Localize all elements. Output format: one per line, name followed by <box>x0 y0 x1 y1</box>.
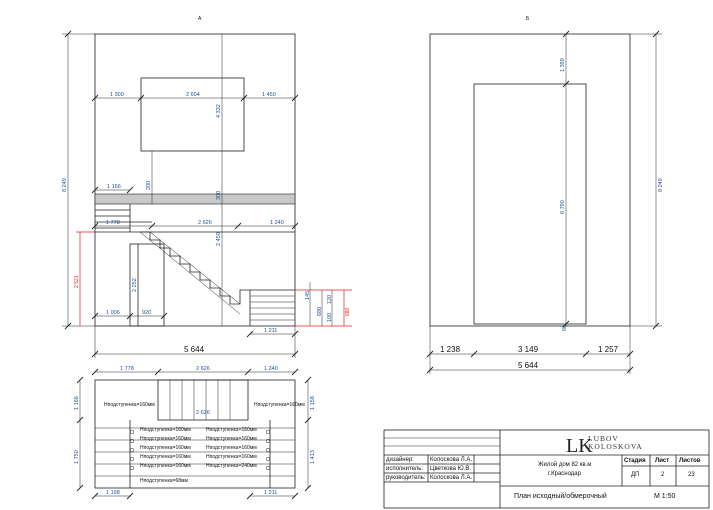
view-b-right: 1 257 <box>598 345 619 354</box>
dim-mid-left: 1 778 <box>106 220 120 226</box>
dim-mid-mid: 2 626 <box>198 220 212 226</box>
header-sheets: Листов <box>679 458 701 464</box>
view-b-outline <box>429 33 631 327</box>
brand-logo: LK LUBOV KOLOSKOVA <box>566 434 643 457</box>
dim-level-vert: 200 <box>146 181 152 190</box>
plan-outline <box>94 379 296 489</box>
dim-level-left: 1 166 <box>107 184 121 190</box>
value-sheets: 23 <box>688 472 695 478</box>
dim-right-1: 145 <box>305 291 311 300</box>
view-a-red-height: 2 521 <box>74 275 80 288</box>
plan-right-v1: 1 158 <box>310 396 316 410</box>
plan-top-left: 1 778 <box>120 366 134 372</box>
stamp-role-2: исполнитель: <box>386 466 424 472</box>
dim-right-4: 100 <box>327 313 333 322</box>
view-a-window <box>140 77 245 152</box>
view-b-left: 1 238 <box>440 345 461 354</box>
plan-stair <box>157 379 249 421</box>
dim-top-mid: 2 604 <box>186 92 200 98</box>
plan-stair-label: 2 626 <box>196 410 210 416</box>
plan-left-v2: 1 750 <box>74 450 80 464</box>
plan-risers-left: Hподступенка=160мм Hподступенка=160мм Hп… <box>140 427 191 484</box>
dim-right-2: 680 <box>317 307 323 316</box>
view-a-outline <box>94 33 296 327</box>
header-stage: Стадия <box>624 458 646 464</box>
riser-markers <box>129 429 271 471</box>
plan-h-right: Hподступенка=160мм <box>254 402 305 408</box>
dim-bottom-mid: 920 <box>142 310 151 316</box>
view-b-bottom-gap: 60 <box>562 325 568 331</box>
brand-line-2: KOLOSKOVA <box>588 442 643 451</box>
dim-top-right: 1 450 <box>262 92 276 98</box>
view-b-width: 5 644 <box>518 361 539 370</box>
plan-h-left: Hподступенка=160мм <box>104 402 155 408</box>
sheet-scale: М 1:50 <box>654 493 676 500</box>
dim-right-red: 680 <box>345 307 351 316</box>
riser-right-5: Hподступенка=240мм <box>206 463 257 469</box>
riser-right-1: Hподступенка=160мм <box>206 427 257 433</box>
plan-bottom-right: 1 211 <box>264 490 277 496</box>
dim-stair-vert: 2 450 <box>216 232 222 246</box>
stamp-role-3: руководитель: <box>386 475 426 481</box>
dim-door-vert: 2 252 <box>132 278 138 292</box>
stamp-role-1: дизайнер: <box>386 457 414 463</box>
view-a-height: 8 249 <box>62 178 68 192</box>
brand-line-1: LUBOV <box>588 434 619 443</box>
stamp-name-1: Колоскова Л.А. <box>430 457 473 463</box>
value-stage: ДП <box>631 472 640 478</box>
logo-letters: LK <box>566 435 593 457</box>
plan-bottom-left: 1 198 <box>106 490 120 496</box>
riser-right-2: Hподступенка=160мм <box>206 436 257 442</box>
view-a-width: 5 644 <box>184 345 205 354</box>
sheet-title: План исходный/обмерочный <box>514 493 607 500</box>
title-block <box>383 429 710 509</box>
riser-left-3: Hподступенка=160мм <box>140 445 191 451</box>
riser-right-4: Hподступенка=160мм <box>206 454 257 460</box>
dim-top-left: 1 300 <box>110 92 124 98</box>
value-sheet: 2 <box>661 472 665 478</box>
header-sheet: Лист <box>655 458 670 464</box>
riser-left-5: Hподступенка=160мм <box>140 463 191 469</box>
stamp-name-2: Цветкова Ю.В. <box>430 466 471 472</box>
view-b-inner <box>473 83 587 325</box>
view-b-inner-height: 6 790 <box>560 200 566 214</box>
plan-left-v1: 1 166 <box>74 396 80 410</box>
plan-right-v2: 1 413 <box>310 450 316 464</box>
view-b-top-gap: 1 399 <box>560 58 566 72</box>
dim-bottom-left: 1 006 <box>106 310 120 316</box>
riser-right-3: Hподступенка=160мм <box>206 445 257 451</box>
dim-right-3: 120 <box>327 295 333 304</box>
plan-risers-right: Hподступенка=160мм Hподступенка=160мм Hп… <box>206 427 257 469</box>
view-b-mid: 3 149 <box>518 345 539 354</box>
project-line-1: Жилой дом 82 кв.м <box>538 462 592 468</box>
dim-level-vert2: 300 <box>216 191 222 200</box>
riser-left-6: Hподступенка=68мм <box>140 478 188 484</box>
plan-top-mid: 2 626 <box>196 366 210 372</box>
project-line-2: г.Краснодар <box>548 471 581 477</box>
view-b-label: Б <box>526 16 530 22</box>
dim-right-bottom: 1 211 <box>264 328 277 334</box>
stamp-name-3: Колоскова Л.А. <box>430 475 473 481</box>
view-b-height: 8 249 <box>658 178 664 192</box>
view-a-slab <box>94 193 296 205</box>
dim-mid-right: 1 240 <box>270 220 284 226</box>
riser-left-2: Hподступенка=160мм <box>140 436 191 442</box>
dim-top-vert: 4 332 <box>216 104 222 118</box>
plan-top-right: 1 240 <box>264 366 278 372</box>
view-a-label: А <box>198 16 202 22</box>
riser-left-4: Hподступенка=160мм <box>140 454 191 460</box>
view-a-door <box>129 243 165 327</box>
riser-left-1: Hподступенка=160мм <box>140 427 191 433</box>
